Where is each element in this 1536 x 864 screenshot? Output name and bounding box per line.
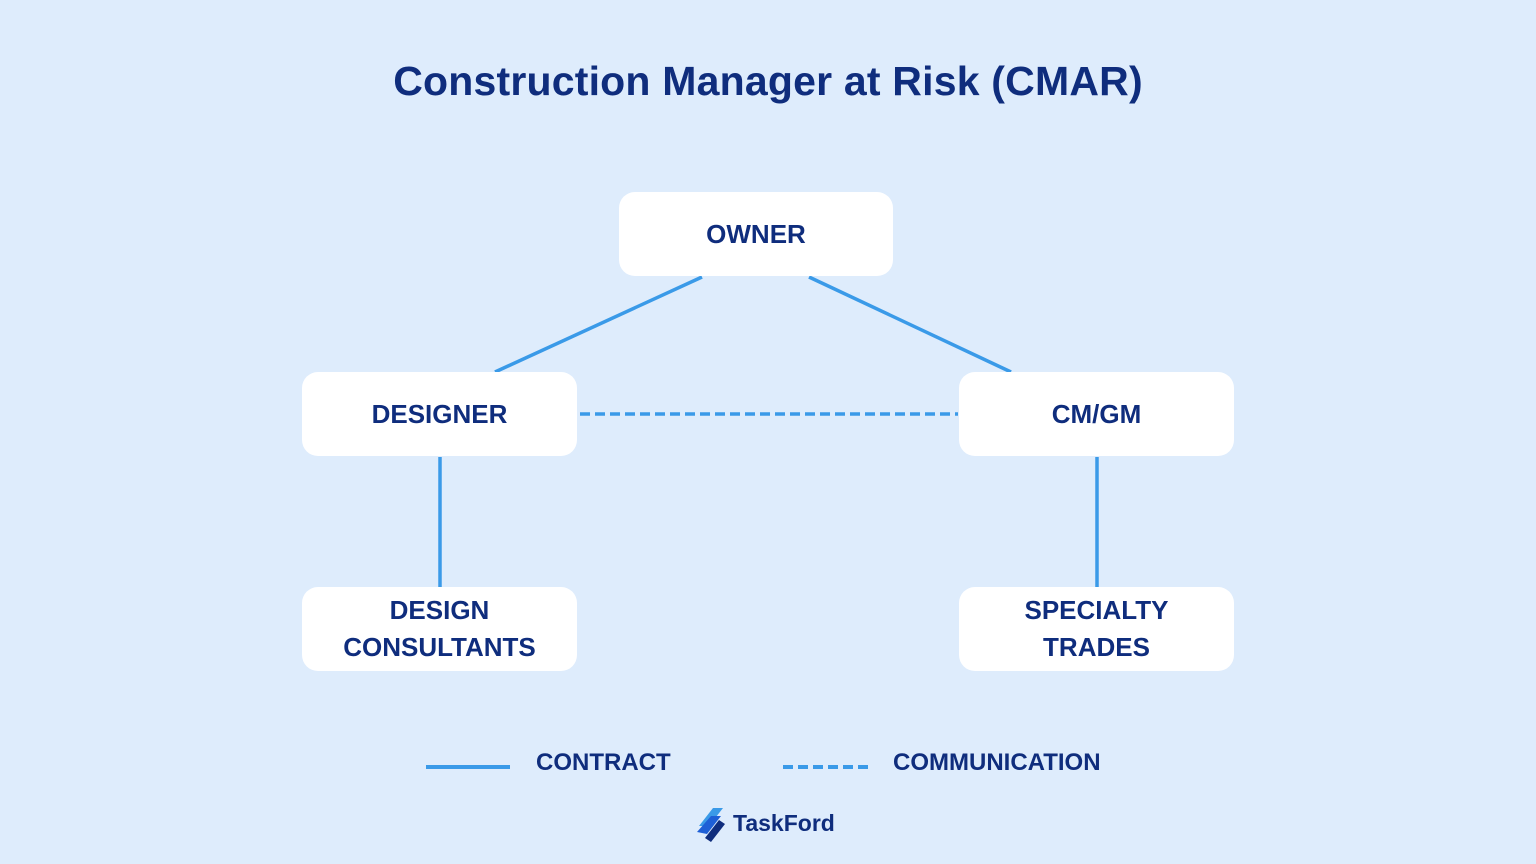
taskford-logo-icon (697, 808, 725, 842)
node-cm-gm-label: CM/GM (1051, 398, 1142, 429)
node-designer: DESIGNER (302, 372, 577, 456)
node-design-consultants-label: DESIGN CONSULTANTS (343, 595, 536, 662)
connector-owner-designer (494, 275, 703, 374)
legend-contract-label: CONTRACT (536, 749, 671, 776)
node-owner-label: OWNER (706, 218, 806, 249)
legend-communication-label: COMMUNICATION (893, 749, 1101, 776)
node-cm-gm: CM/GM (959, 372, 1234, 456)
node-owner: OWNER (619, 192, 893, 276)
page-title: Construction Manager at Risk (CMAR) (393, 58, 1143, 104)
node-specialty-trades-label: SPECIALTY TRADES (1024, 595, 1169, 662)
brand-name: TaskFord (733, 809, 835, 836)
node-design-consultants: DESIGN CONSULTANTS (302, 587, 577, 671)
node-designer-label: DESIGNER (371, 398, 508, 429)
brand-logo: TaskFord (695, 803, 835, 843)
connector-owner-cmgm (808, 275, 1012, 374)
node-specialty-trades: SPECIALTY TRADES (959, 587, 1234, 671)
